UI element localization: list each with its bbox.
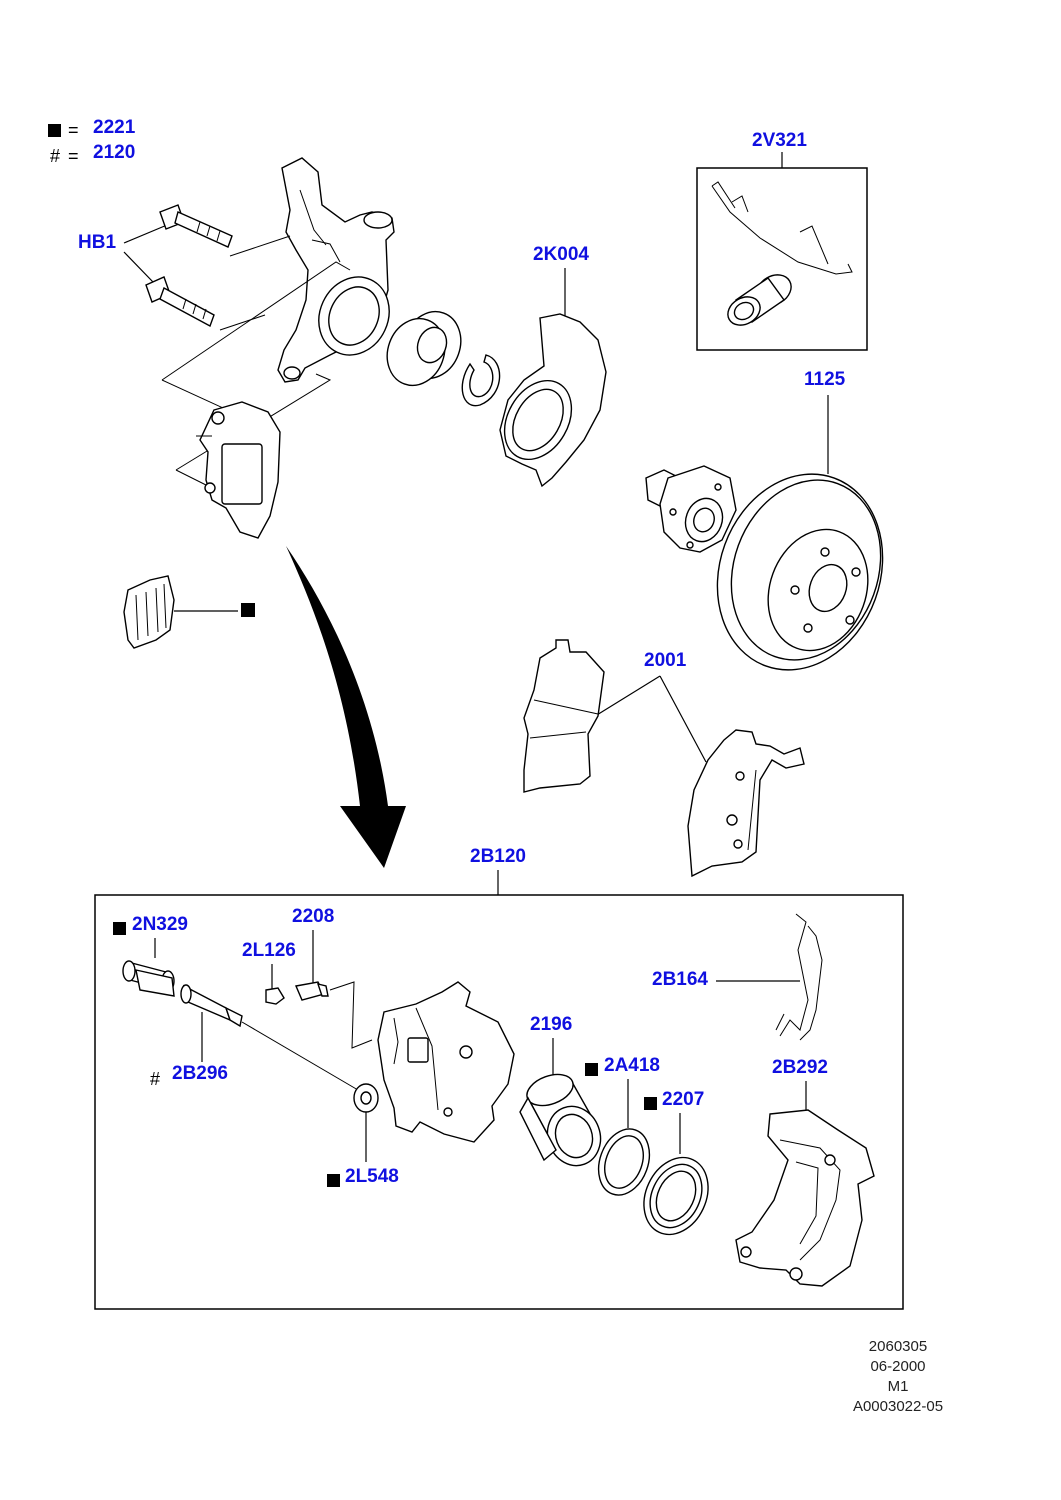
legend-equals-2: = bbox=[68, 146, 79, 166]
hub-bearing bbox=[386, 310, 462, 387]
bracket-2b292 bbox=[735, 1109, 875, 1287]
hash-marker-2b296: # bbox=[150, 1069, 160, 1089]
footer: 2060305 06-2000 M1 A0003022-05 bbox=[853, 1338, 943, 1415]
square-marker-2l548 bbox=[327, 1174, 340, 1187]
legend: = 2221 # = 2120 bbox=[48, 117, 136, 166]
boot-2207 bbox=[643, 1156, 709, 1236]
label-2001: 2001 bbox=[644, 650, 687, 671]
label-2208: 2208 bbox=[292, 906, 334, 927]
piston-2196 bbox=[519, 1073, 602, 1167]
kit-2v321-frame bbox=[696, 167, 868, 351]
brake-disc: 1125 bbox=[716, 369, 884, 671]
bolt-upper bbox=[159, 204, 233, 248]
dust-shield: 2K004 bbox=[499, 244, 607, 488]
snap-ring bbox=[461, 354, 501, 407]
brake-pad-rear bbox=[687, 729, 805, 878]
label-2n329: 2N329 bbox=[132, 914, 188, 935]
leader-2001-right bbox=[659, 675, 707, 763]
label-1125: 1125 bbox=[804, 369, 846, 390]
leader-hb1-lower bbox=[123, 251, 154, 283]
bleed-screw-2208 bbox=[295, 981, 373, 1049]
legend-hash-marker: # bbox=[50, 146, 60, 166]
anti-rattle-spring bbox=[711, 181, 853, 275]
footer-line1: 2060305 bbox=[869, 1338, 927, 1355]
square-marker-2207 bbox=[644, 1097, 657, 1110]
brake-pads: 2001 bbox=[523, 639, 805, 878]
pad-shim-square-marker bbox=[241, 603, 255, 617]
steering-knuckle bbox=[219, 157, 395, 383]
label-2b296: 2B296 bbox=[172, 1063, 228, 1084]
hb1-bolts: HB1 bbox=[78, 204, 233, 328]
bleed-cap-2l126 bbox=[265, 987, 285, 1005]
seal-2a418 bbox=[597, 1128, 651, 1196]
label-2l126: 2L126 bbox=[242, 940, 296, 961]
boot-2n329 bbox=[122, 960, 175, 997]
square-marker-2n329 bbox=[113, 922, 126, 935]
brake-pad-front bbox=[523, 639, 605, 793]
kit-2b120-frame bbox=[94, 894, 904, 1310]
label-2k004: 2K004 bbox=[533, 244, 589, 265]
caliper-body bbox=[377, 981, 515, 1143]
label-2v321: 2V321 bbox=[752, 130, 807, 151]
leader-2001-left bbox=[591, 675, 661, 719]
guide-pin-2b296 bbox=[180, 984, 359, 1091]
leader-hb1-upper bbox=[123, 224, 168, 244]
legend-equals-1: = bbox=[68, 120, 79, 140]
label-2207: 2207 bbox=[662, 1089, 704, 1110]
legend-square-code: 2221 bbox=[93, 117, 136, 138]
legend-square-marker bbox=[48, 124, 61, 137]
label-hb1: HB1 bbox=[78, 232, 116, 253]
kit-2b120: 2B120 2N329 # 2B296 2208 2L126 bbox=[94, 846, 904, 1310]
curved-arrow bbox=[286, 546, 406, 868]
label-2l548: 2L548 bbox=[345, 1166, 399, 1187]
footer-line3: M1 bbox=[888, 1378, 909, 1395]
pad-shim bbox=[123, 575, 255, 649]
wheel-hub bbox=[645, 465, 737, 553]
spring-2b164 bbox=[775, 913, 823, 1041]
kit-2v321: 2V321 bbox=[696, 130, 868, 351]
footer-line2: 06-2000 bbox=[870, 1358, 925, 1375]
bolt-lower bbox=[145, 276, 215, 328]
footer-line4: A0003022-05 bbox=[853, 1398, 943, 1415]
bush-2l548 bbox=[353, 1083, 379, 1113]
label-2b292: 2B292 bbox=[772, 1057, 828, 1078]
label-2a418: 2A418 bbox=[604, 1055, 660, 1076]
label-2196: 2196 bbox=[530, 1014, 572, 1035]
label-2b164: 2B164 bbox=[652, 969, 708, 990]
square-marker-2a418 bbox=[585, 1063, 598, 1076]
legend-hash-code: 2120 bbox=[93, 142, 135, 163]
caliper-upper bbox=[196, 401, 281, 539]
label-2b120: 2B120 bbox=[470, 846, 526, 867]
guide-sleeve bbox=[727, 274, 792, 326]
